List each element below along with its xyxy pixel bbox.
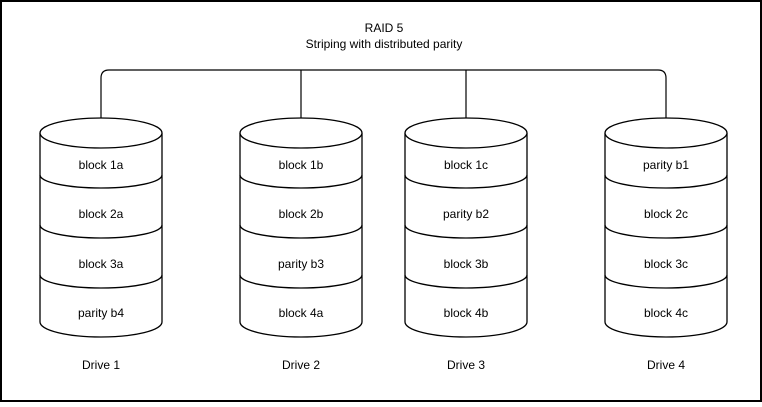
drive-label: Drive 4 (647, 358, 685, 372)
segment-label: parity b4 (78, 306, 124, 320)
segment-divider (239, 174, 363, 189)
segment-label: block 2c (644, 207, 688, 221)
segment-label: block 1a (79, 158, 124, 172)
segment-divider (239, 274, 363, 289)
segment-divider (604, 224, 728, 239)
segment-label: block 3b (444, 257, 489, 271)
segment-divider (404, 174, 528, 189)
drive-cylinder-top (404, 117, 528, 149)
segment-divider (239, 224, 363, 239)
drive-cylinder-top (604, 117, 728, 149)
segment-divider (604, 174, 728, 189)
segment-label: block 2a (79, 207, 124, 221)
diagram-title: RAID 5 (365, 21, 404, 35)
segment-label: block 3a (79, 257, 124, 271)
drive-2: block 1b block 2b parity b3 block 4a Dri… (239, 117, 363, 372)
segment-divider (39, 174, 163, 189)
segment-label: block 2b (279, 207, 324, 221)
segment-divider (604, 274, 728, 289)
drive-label: Drive 2 (282, 358, 320, 372)
drive-3: block 1c parity b2 block 3b block 4b Dri… (404, 117, 528, 372)
segment-label: block 3c (644, 257, 688, 271)
drive-label: Drive 1 (82, 358, 120, 372)
segment-divider (404, 274, 528, 289)
segment-label: block 1b (279, 158, 324, 172)
segment-label: parity b1 (643, 158, 689, 172)
drive-cylinder-top (39, 117, 163, 149)
bus-connector-line (100, 69, 667, 119)
segment-label: block 4b (444, 306, 489, 320)
segment-label: block 1c (444, 158, 488, 172)
segment-label: parity b3 (278, 257, 324, 271)
segment-label: parity b2 (443, 207, 489, 221)
segment-label: block 4c (644, 306, 688, 320)
segment-divider (39, 224, 163, 239)
segment-divider (39, 274, 163, 289)
segment-divider (404, 224, 528, 239)
diagram-subtitle: Striping with distributed parity (306, 37, 463, 51)
drive-cylinder-top (239, 117, 363, 149)
drive-1: block 1a block 2a block 3a parity b4 Dri… (39, 117, 163, 372)
drive-label: Drive 3 (447, 358, 485, 372)
segment-label: block 4a (279, 306, 324, 320)
drive-4: parity b1 block 2c block 3c block 4c Dri… (604, 117, 728, 372)
